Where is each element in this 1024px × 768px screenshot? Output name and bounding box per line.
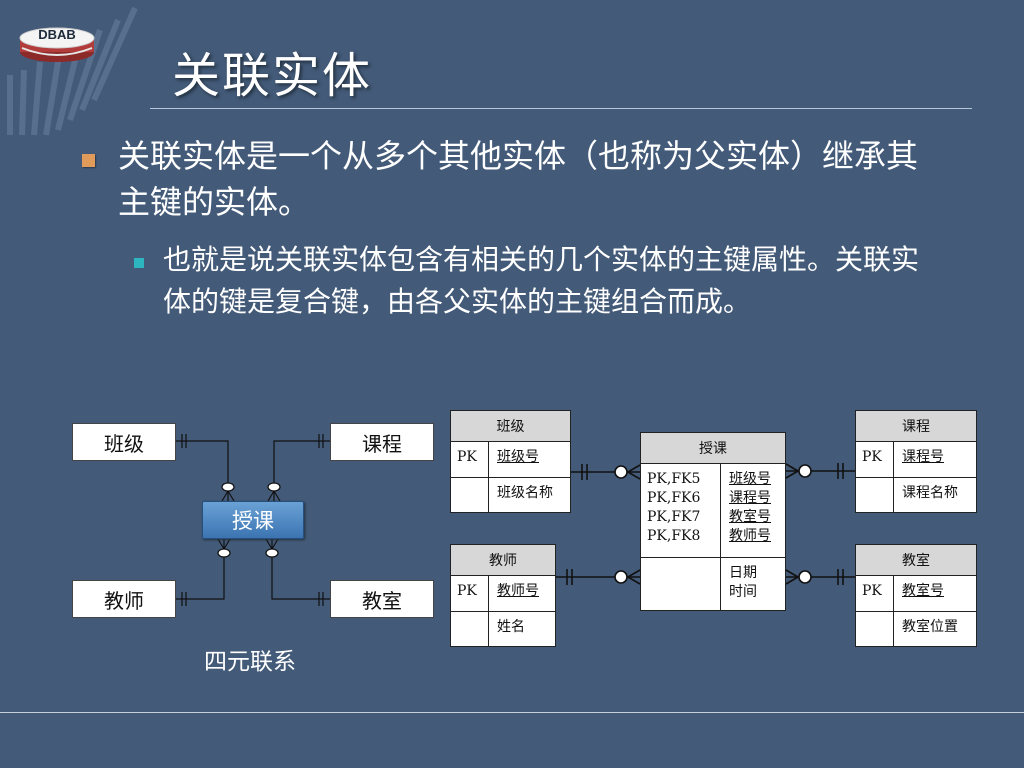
attribute: 日期	[729, 565, 757, 581]
er-table-teacher: 教师 PK 教师号 姓名	[450, 544, 556, 647]
key-cell-empty	[451, 612, 489, 646]
er-table-teach: 授课 PK,FK5 PK,FK6 PK,FK7 PK,FK8 班级号 课程号 教…	[640, 432, 786, 611]
attribute: 班级名称	[497, 485, 553, 501]
pk-attribute: 教室号	[902, 583, 944, 599]
fk-attribute: 教师号	[729, 528, 771, 544]
bullet-sub: 也就是说关联实体包含有相关的几个实体的主键属性。关联实体的键是复合键，由各父实体…	[163, 243, 920, 318]
pk-attribute: 课程号	[902, 449, 944, 465]
diagram-caption: 四元联系	[204, 649, 296, 675]
pk-attribute: 教师号	[497, 583, 539, 599]
attribute: 课程名称	[902, 485, 958, 501]
er-table-room: 教室 PK 教室号 教室位置	[855, 544, 977, 647]
sub-bullet-square-icon	[134, 258, 144, 268]
composite-key-attributes: 班级号 课程号 教室号 教师号	[721, 464, 785, 557]
pk-label: PK	[451, 442, 489, 477]
er-table-title: 教师	[451, 545, 555, 576]
attribute: 教室位置	[902, 619, 958, 635]
key-cell-empty	[856, 478, 894, 512]
other-attributes: 日期 时间	[721, 558, 785, 610]
entity-room: 教室	[330, 580, 434, 618]
key-label: PK,FK7	[647, 509, 701, 525]
entity-teacher: 教师	[72, 580, 176, 618]
entity-class: 班级	[72, 423, 176, 461]
er-table-course: 课程 PK 课程号 课程名称	[855, 410, 977, 513]
er-table-class: 班级 PK 班级号 班级名称	[450, 410, 571, 513]
key-cell-empty	[451, 478, 489, 512]
pk-label: PK	[856, 442, 894, 477]
pk-label: PK	[856, 576, 894, 611]
entity-course: 课程	[330, 423, 434, 461]
fk-attribute: 课程号	[729, 490, 771, 506]
attribute: 姓名	[497, 619, 525, 635]
key-label: PK,FK8	[647, 528, 701, 544]
relationship-teach: 授课	[202, 501, 304, 539]
pk-label: PK	[451, 576, 489, 611]
bullet-main: 关联实体是一个从多个其他实体（也称为父实体）继承其主键的实体。	[118, 137, 919, 221]
fk-attribute: 教室号	[729, 509, 771, 525]
key-label: PK,FK6	[647, 490, 701, 506]
er-table-title: 班级	[451, 411, 570, 442]
er-table-title: 课程	[856, 411, 976, 442]
composite-key-labels: PK,FK5 PK,FK6 PK,FK7 PK,FK8	[641, 464, 721, 557]
er-table-title: 授课	[641, 433, 785, 464]
page-title: 关联实体	[172, 48, 373, 104]
title-divider	[150, 108, 972, 109]
key-cell-empty	[856, 612, 894, 646]
footer-divider	[0, 712, 1024, 713]
logo-text: DBAB	[38, 27, 76, 42]
background-decoration	[7, 6, 138, 136]
key-label: PK,FK5	[647, 471, 701, 487]
attribute: 时间	[729, 584, 757, 600]
fk-attribute: 班级号	[729, 471, 771, 487]
pk-attribute: 班级号	[497, 449, 539, 465]
er-table-title: 教室	[856, 545, 976, 576]
key-cell-empty	[641, 558, 721, 610]
bullet-square-icon	[82, 154, 95, 167]
dbab-logo	[19, 27, 95, 62]
